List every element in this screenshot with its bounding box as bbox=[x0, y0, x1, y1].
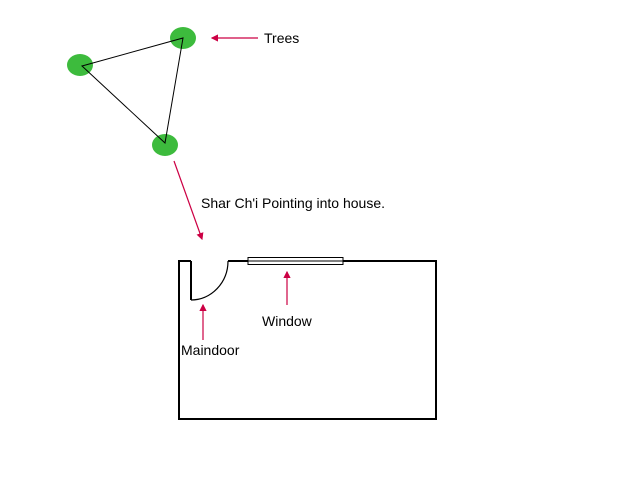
shar-chi-arrow bbox=[173, 160, 204, 241]
house-outline bbox=[178, 257, 437, 420]
maindoor-label: Maindoor bbox=[181, 342, 240, 358]
window-label: Window bbox=[262, 313, 313, 329]
trees-label: Trees bbox=[264, 30, 299, 46]
house-walls bbox=[178, 260, 437, 420]
trees-triangle bbox=[81, 37, 184, 144]
trees-group bbox=[67, 27, 196, 156]
shar-chi-label: Shar Ch'i Pointing into house. bbox=[201, 195, 385, 211]
door-swing-arc bbox=[190, 260, 229, 301]
tree-bottom bbox=[152, 134, 178, 156]
